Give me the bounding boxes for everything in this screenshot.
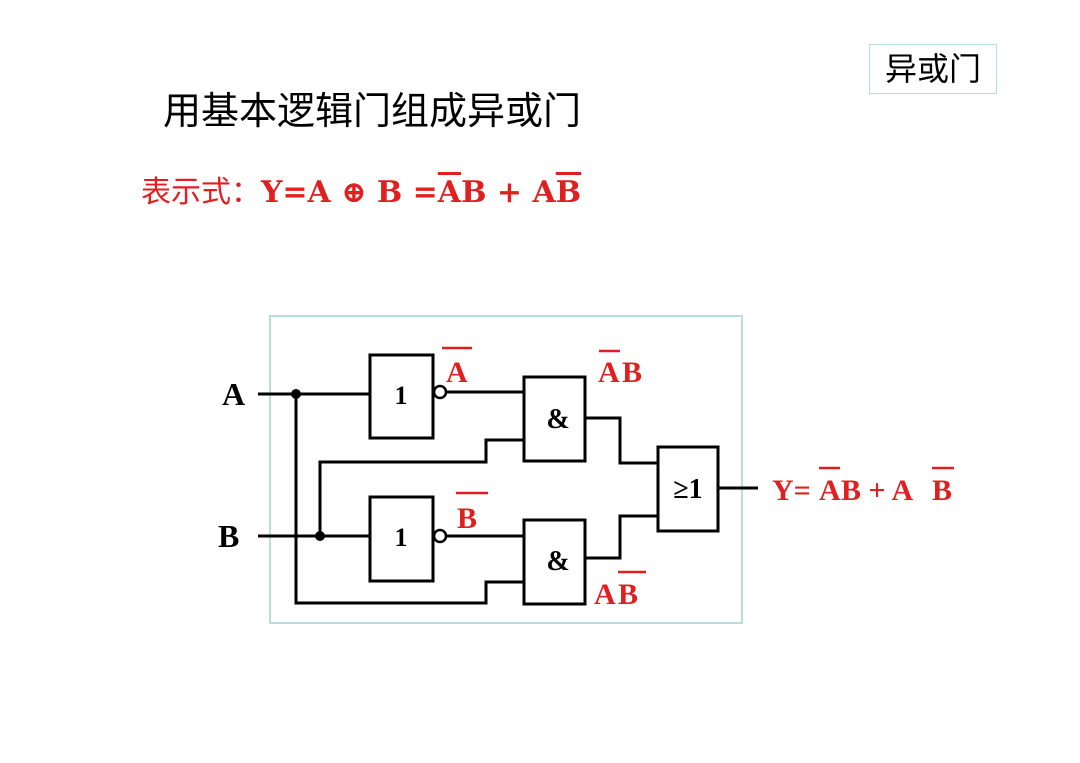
expression-y-eq: Y=A ⊕ B =: [261, 175, 438, 210]
and-gate-bottom-label: &: [546, 546, 569, 577]
wire-b-to-top-and: [318, 438, 524, 536]
expression-term1-rest: B + A: [461, 175, 556, 210]
output-mid: B + A: [841, 474, 913, 507]
and-gate-top-label: &: [546, 404, 569, 435]
output-bar2: B: [932, 474, 952, 507]
not-gate-top-label: 1: [395, 381, 408, 410]
not-gate-top: [368, 353, 435, 440]
not-gate-top-bubble: [432, 384, 448, 400]
gate-type-tag: 异或门: [869, 44, 997, 94]
and-gate-top: [522, 375, 587, 463]
output-prefix: Y=: [772, 474, 811, 507]
wires: [258, 390, 758, 605]
output-bar1: A: [819, 474, 841, 507]
label-bottom-term-a: A: [594, 578, 616, 611]
label-not-b: B: [457, 502, 477, 535]
not-gate-bottom-bubble: [432, 528, 448, 544]
label-bottom-term-bar: B: [618, 578, 638, 611]
not-gate-bottom-label: 1: [395, 523, 408, 552]
or-gate-label: ≥1: [673, 474, 702, 505]
circuit-frame: [269, 315, 743, 624]
or-gate: [656, 445, 720, 533]
input-a-label: A: [222, 376, 245, 412]
overbars: [442, 346, 954, 574]
label-top-term-rest: B: [622, 356, 642, 389]
page-title: 用基本逻辑门组成异或门: [163, 89, 582, 133]
expression-label: 表示式：: [141, 175, 261, 210]
expression-term1-bar: A: [437, 175, 462, 210]
wire-bottom-and-to-or: [585, 514, 658, 560]
junction-dot-b: [315, 531, 325, 541]
wire-top-and-to-or: [585, 416, 658, 465]
wire-a-to-bottom-and: [294, 394, 524, 605]
label-top-term-bar: A: [598, 356, 620, 389]
junction-dot-a: [291, 389, 301, 399]
input-b-label: B: [218, 518, 239, 554]
label-not-a: A: [446, 356, 468, 389]
and-gate-bottom: [522, 518, 587, 606]
expression-term2-bar: B: [555, 175, 582, 210]
not-gate-bottom: [368, 495, 435, 583]
expression: 表示式：Y=A ⊕ B =AB + AB: [141, 167, 581, 211]
